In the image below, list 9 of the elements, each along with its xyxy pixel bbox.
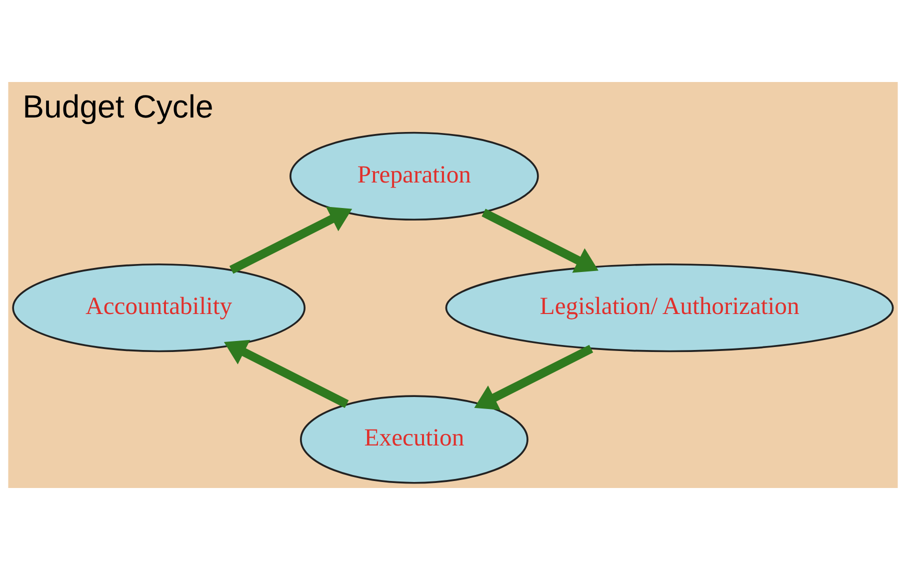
- arrow: [224, 340, 349, 408]
- arrow: [474, 344, 594, 410]
- node-ellipse: Preparation: [290, 132, 539, 221]
- diagram-title: Budget Cycle: [22, 88, 214, 125]
- arrow: [229, 206, 352, 274]
- arrow: [482, 208, 598, 273]
- node-ellipse: Execution: [300, 395, 528, 484]
- node-ellipse: Accountability: [12, 263, 306, 352]
- node-ellipse: Legislation/ Authorization: [445, 263, 894, 352]
